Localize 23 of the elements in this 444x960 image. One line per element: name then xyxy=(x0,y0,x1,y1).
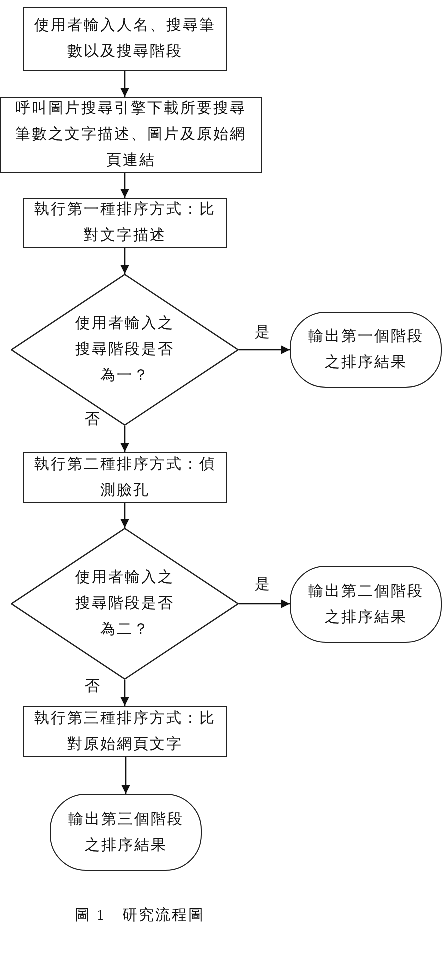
decision-diamond: 使用者輸入之搜尋階段是否為二？ xyxy=(11,528,239,680)
figure-caption: 圖 1 研究流程圖 xyxy=(74,906,206,925)
process-box: 執行第三種排序方式：比對原始網頁文字 xyxy=(23,706,227,757)
arrow xyxy=(239,346,290,354)
arrow xyxy=(239,600,290,608)
edge-label: 是 xyxy=(253,324,272,342)
arrow xyxy=(120,426,130,452)
terminal-box: 輸出第三個階段之排序結果 xyxy=(50,794,202,871)
arrow xyxy=(120,71,130,97)
edge-label: 否 xyxy=(83,411,102,429)
process-box: 呼叫圖片搜尋引擎下載所要搜尋筆數之文字描述、圖片及原始網頁連結 xyxy=(0,97,262,173)
process-box: 使用者輸入人名、搜尋筆數以及搜尋階段 xyxy=(23,7,227,71)
terminal-box: 輸出第二個階段之排序結果 xyxy=(290,566,442,643)
arrow xyxy=(120,173,130,198)
arrow xyxy=(120,248,130,274)
edge-label: 是 xyxy=(253,576,272,594)
edge-label: 否 xyxy=(83,678,102,696)
terminal-box: 輸出第一個階段之排序結果 xyxy=(290,312,442,388)
arrow xyxy=(122,757,130,794)
process-box: 執行第一種排序方式：比對文字描述 xyxy=(23,198,227,248)
process-box: 執行第二種排序方式：偵測臉孔 xyxy=(23,452,227,503)
arrow xyxy=(120,680,130,706)
arrow xyxy=(120,503,130,528)
